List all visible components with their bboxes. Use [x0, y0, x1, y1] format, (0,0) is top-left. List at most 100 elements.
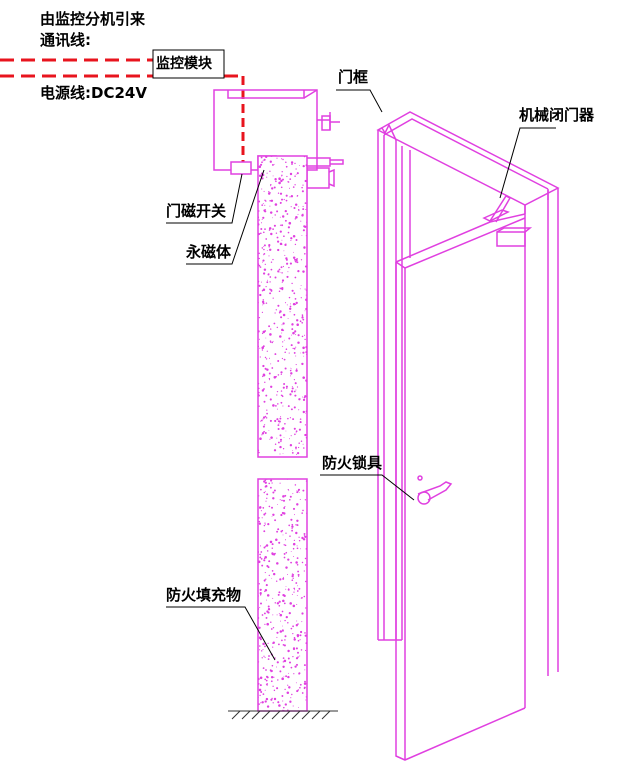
filling-speckle: [273, 186, 276, 189]
filling-speckle: [282, 386, 285, 389]
filling-speckle: [282, 700, 284, 702]
filling-speckle: [280, 179, 283, 183]
filling-speckle: [258, 451, 260, 454]
filling-speckle: [273, 489, 276, 492]
filling-speckle: [269, 292, 272, 295]
filling-speckle: [301, 621, 303, 623]
filling-speckle: [266, 493, 269, 496]
filling-speckle: [292, 450, 293, 452]
filling-speckle: [271, 547, 274, 549]
filling-speckle: [269, 199, 272, 202]
filling-speckle: [260, 222, 263, 224]
filling-speckle: [291, 693, 293, 696]
filling-speckle: [262, 216, 265, 219]
filling-speckle: [263, 524, 266, 527]
filling-speckle: [295, 647, 298, 650]
filling-speckle: [266, 684, 268, 686]
ground-hatch-symbol: [228, 710, 338, 720]
filling-speckle: [267, 605, 270, 608]
filling-speckle: [299, 288, 301, 290]
filling-speckle: [276, 390, 279, 393]
filling-speckle: [294, 260, 297, 263]
filling-speckle: [296, 690, 299, 693]
filling-speckle: [270, 199, 274, 202]
filling-speckle: [277, 643, 280, 646]
filling-speckle: [270, 479, 273, 482]
filling-speckle: [266, 599, 267, 601]
filling-speckle: [273, 676, 275, 678]
filling-speckle: [258, 449, 260, 452]
filling-speckle: [262, 299, 265, 301]
filling-speckle: [293, 587, 296, 590]
filling-speckle: [270, 268, 273, 271]
filling-speckle: [284, 302, 287, 304]
filling-speckle: [266, 176, 268, 178]
filling-speckle: [291, 282, 293, 285]
filling-speckle: [264, 415, 267, 418]
filling-speckle: [298, 428, 301, 431]
filling-speckle: [282, 661, 284, 663]
filling-speckle: [276, 636, 278, 638]
filling-speckle: [278, 613, 280, 614]
filling-speckle: [286, 213, 289, 215]
filling-speckle: [258, 506, 262, 509]
filling-speckle: [296, 319, 299, 322]
filling-speckle: [264, 588, 268, 592]
filling-speckle: [306, 512, 307, 515]
filling-speckle: [277, 248, 280, 252]
filling-speckle: [260, 419, 263, 422]
filling-speckle: [258, 264, 261, 267]
filling-speckle: [267, 279, 268, 281]
filling-speckle: [269, 398, 272, 401]
filling-speckle: [288, 296, 291, 299]
filling-speckle: [263, 430, 265, 433]
filling-speckle: [275, 580, 278, 582]
filling-speckle: [296, 453, 298, 455]
filling-speckle: [258, 517, 260, 519]
filling-speckle: [295, 448, 297, 450]
filling-speckle: [295, 582, 298, 584]
filling-speckle: [262, 642, 265, 646]
filling-speckle: [297, 269, 300, 273]
filling-speckle: [284, 688, 286, 691]
filling-speckle: [258, 560, 261, 564]
filling-speckle: [282, 644, 285, 646]
filling-speckle: [302, 351, 305, 354]
filling-speckle: [258, 223, 260, 226]
filling-speckle: [271, 570, 274, 572]
filling-speckle: [279, 192, 283, 195]
filling-speckle: [305, 699, 307, 701]
filling-speckle: [276, 157, 278, 159]
filling-speckle: [290, 408, 293, 411]
filling-speckle: [287, 181, 289, 183]
filling-speckle: [268, 655, 270, 657]
filling-speckle: [272, 642, 274, 644]
filling-speckle: [272, 228, 274, 230]
filling-speckle: [297, 490, 300, 492]
filling-speckle: [280, 373, 282, 375]
filling-speckle: [262, 418, 264, 420]
filling-speckle: [305, 436, 307, 439]
filling-speckle: [293, 591, 295, 593]
filling-speckle: [282, 448, 285, 450]
filling-speckle: [272, 597, 274, 599]
filling-speckle: [278, 423, 280, 425]
filling-speckle: [276, 687, 279, 690]
filling-speckle: [298, 442, 300, 444]
filling-speckle: [283, 706, 285, 709]
filling-speckle: [263, 158, 266, 161]
filling-speckle: [260, 558, 263, 560]
filling-speckle: [258, 232, 261, 236]
filling-speckle: [305, 164, 307, 167]
filling-speckle: [262, 364, 265, 368]
filling-speckle: [278, 541, 281, 544]
leader-lines: [166, 89, 556, 661]
filling-speckle: [266, 594, 270, 597]
filling-speckle: [269, 170, 271, 173]
filling-speckle: [283, 544, 285, 546]
filling-speckle: [299, 683, 302, 686]
filling-speckle: [266, 249, 268, 251]
filling-speckle: [284, 367, 287, 370]
filling-speckle: [259, 645, 261, 647]
filling-speckle: [296, 620, 298, 622]
